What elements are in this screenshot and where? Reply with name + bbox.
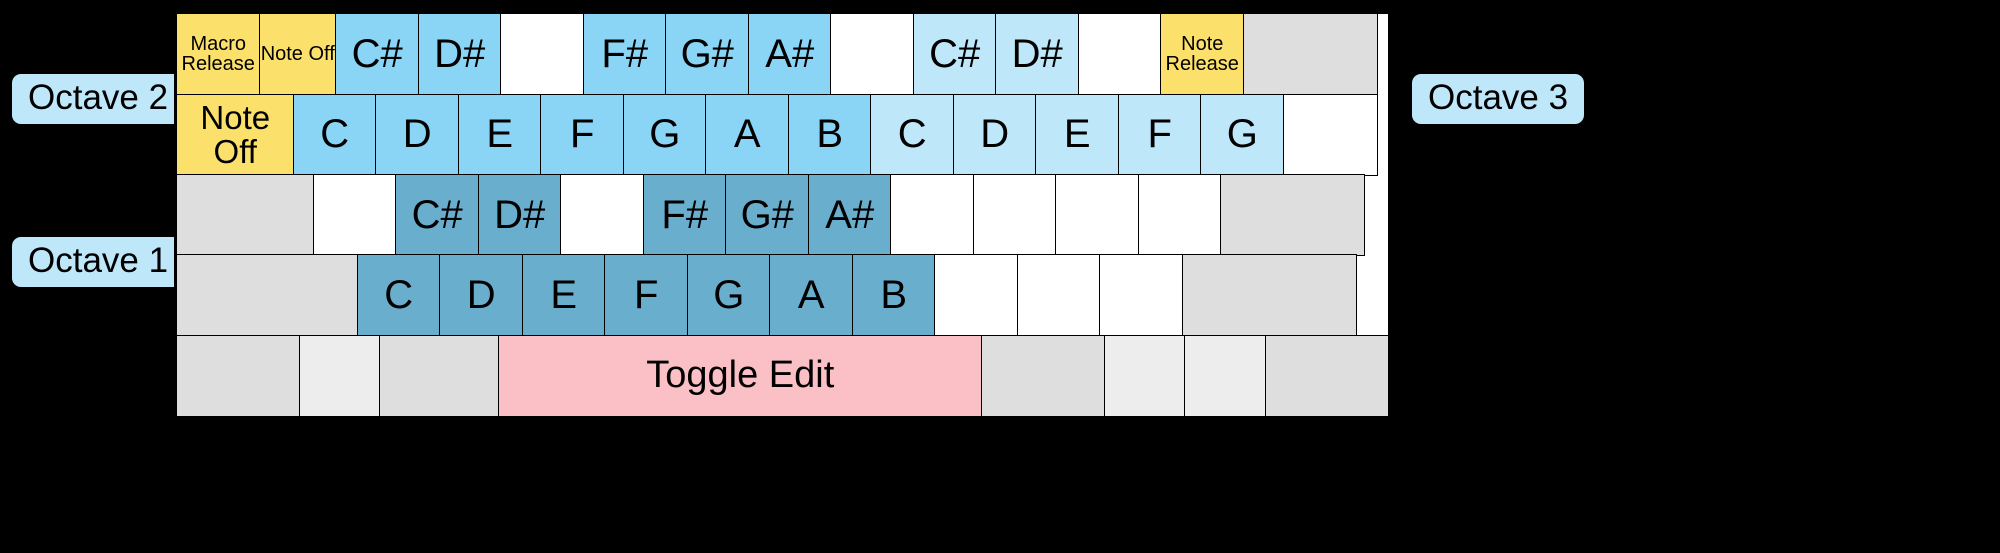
key-blank xyxy=(972,174,1057,256)
key-a-sharp[interactable]: A# xyxy=(747,13,832,96)
key-note-off[interactable]: Note Off xyxy=(176,93,295,176)
key-macro-release[interactable]: Macro Release xyxy=(176,13,261,96)
key-blank xyxy=(1103,334,1186,417)
key-blank xyxy=(298,334,381,417)
key-f[interactable]: F xyxy=(1117,93,1202,176)
key-g-sharp[interactable]: G# xyxy=(725,174,810,256)
key-b[interactable]: B xyxy=(851,254,936,337)
key-c[interactable]: C xyxy=(356,254,441,337)
key-blank xyxy=(1242,13,1378,96)
key-blank xyxy=(1264,334,1389,417)
key-c[interactable]: C xyxy=(292,93,377,176)
key-blank xyxy=(312,174,397,256)
key-blank xyxy=(1099,254,1184,337)
key-e[interactable]: E xyxy=(1035,93,1120,176)
key-blank xyxy=(176,174,315,256)
row-asdf: C#D# F#G#A# xyxy=(176,174,1388,256)
octave-1-label: Octave 1 xyxy=(12,237,185,287)
key-c-sharp[interactable]: C# xyxy=(395,174,480,256)
key-blank xyxy=(1077,13,1162,96)
key-note-release[interactable]: Note Release xyxy=(1160,13,1245,96)
row-spacebar: Toggle Edit xyxy=(176,334,1389,417)
key-f-sharp[interactable]: F# xyxy=(642,174,727,256)
key-blank xyxy=(1282,93,1378,176)
key-c[interactable]: C xyxy=(870,93,955,176)
key-blank xyxy=(1184,334,1267,417)
key-b[interactable]: B xyxy=(787,93,872,176)
key-f[interactable]: F xyxy=(604,254,689,337)
key-blank xyxy=(981,334,1106,417)
key-blank xyxy=(176,334,301,417)
key-blank xyxy=(1055,174,1140,256)
key-e[interactable]: E xyxy=(457,93,542,176)
key-d-sharp[interactable]: D# xyxy=(477,174,562,256)
key-blank xyxy=(176,254,359,337)
key-a[interactable]: A xyxy=(769,254,854,337)
key-note-off[interactable]: Note Off xyxy=(258,13,337,96)
key-blank xyxy=(830,13,915,96)
key-toggle-edit[interactable]: Toggle Edit xyxy=(497,334,983,417)
key-e[interactable]: E xyxy=(521,254,606,337)
key-blank xyxy=(500,13,585,96)
key-blank xyxy=(1016,254,1101,337)
key-g[interactable]: G xyxy=(1200,93,1285,176)
octave-2-label: Octave 2 xyxy=(12,74,185,124)
key-blank xyxy=(890,174,975,256)
key-g[interactable]: G xyxy=(622,93,707,176)
key-blank xyxy=(1181,254,1357,337)
key-blank xyxy=(1137,174,1222,256)
key-f[interactable]: F xyxy=(540,93,625,176)
key-c-sharp[interactable]: C# xyxy=(912,13,997,96)
key-blank xyxy=(560,174,645,256)
key-blank xyxy=(379,334,500,417)
key-a[interactable]: A xyxy=(705,93,790,176)
key-d[interactable]: D xyxy=(375,93,460,176)
key-a-sharp[interactable]: A# xyxy=(807,174,892,256)
key-d[interactable]: D xyxy=(439,254,524,337)
key-d-sharp[interactable]: D# xyxy=(995,13,1080,96)
key-g-sharp[interactable]: G# xyxy=(665,13,750,96)
key-blank xyxy=(934,254,1019,337)
key-d-sharp[interactable]: D# xyxy=(417,13,502,96)
key-blank xyxy=(1220,174,1366,256)
key-f-sharp[interactable]: F# xyxy=(582,13,667,96)
key-g[interactable]: G xyxy=(686,254,771,337)
key-d[interactable]: D xyxy=(952,93,1037,176)
key-c-sharp[interactable]: C# xyxy=(335,13,420,96)
octave-3-label: Octave 3 xyxy=(1412,74,1585,124)
